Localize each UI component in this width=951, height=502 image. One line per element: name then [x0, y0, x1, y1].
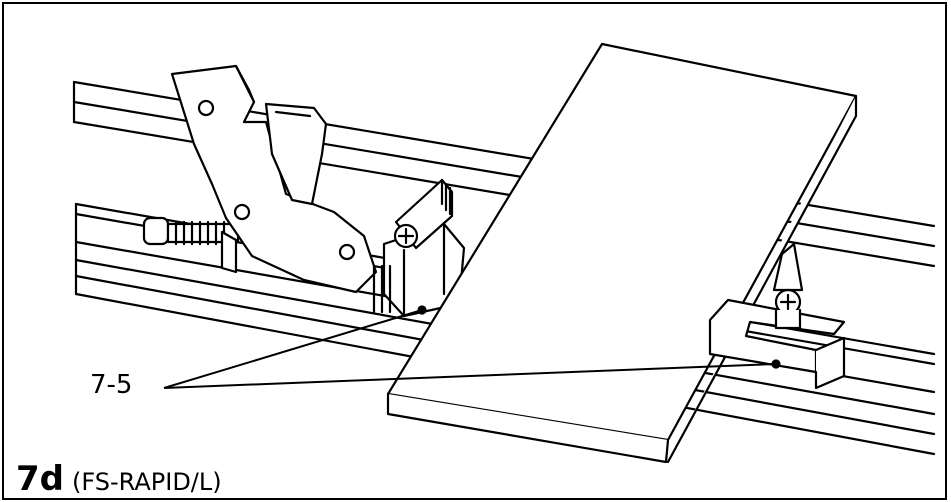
leader-line-right	[163, 363, 777, 389]
leader-line-left	[163, 309, 423, 389]
clamp-lever	[170, 64, 378, 294]
callout-leaders	[163, 309, 777, 389]
release-catch	[372, 178, 454, 314]
grip-handle	[264, 102, 328, 206]
assembly-illustration	[72, 42, 936, 464]
figure-caption: 7d (FS-RAPID/L)	[16, 459, 222, 499]
figure-number: 7d	[16, 459, 64, 499]
stop-screw	[772, 242, 804, 330]
workpiece-board	[386, 42, 858, 464]
callout-label: 7-5	[90, 370, 133, 400]
figure-subtitle: (FS-RAPID/L)	[72, 468, 222, 496]
spring-rod	[142, 216, 240, 274]
profile-stop	[708, 298, 846, 390]
